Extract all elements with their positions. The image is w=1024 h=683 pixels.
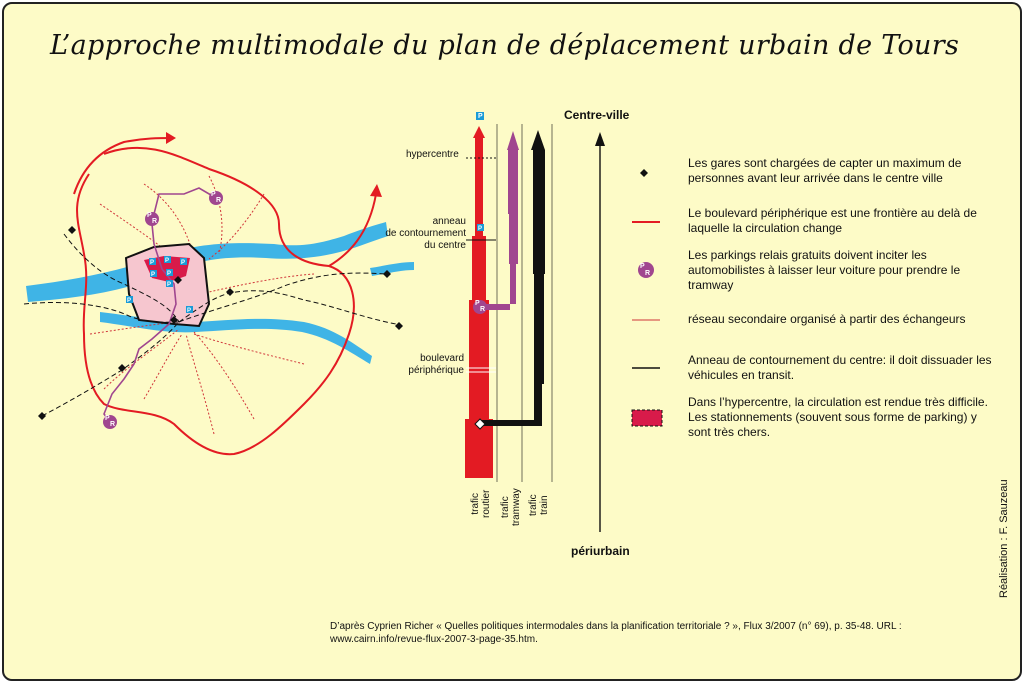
ring-road-east-arrowhead — [370, 184, 382, 197]
source-citation: D’après Cyprien Richer « Quelles politiq… — [330, 621, 902, 645]
station-diamond-icon — [640, 169, 648, 177]
column-label-tram-line2: tramway — [511, 488, 522, 526]
level-anneau: anneau de contournement du centre — [380, 216, 466, 252]
parking-letter: P — [478, 226, 483, 232]
credit: Réalisation : F. Sauzeau — [998, 479, 1010, 598]
parking-letter: P — [187, 308, 192, 314]
station-diamond-icon — [383, 270, 391, 278]
parking-letter: P — [151, 272, 156, 278]
level-boulevard: boulevard périphérique — [380, 353, 464, 377]
column-label-road: trafic routier — [470, 490, 492, 518]
pr-letter-p: P — [147, 212, 152, 219]
pr-letter-p: P — [475, 300, 480, 307]
map-parkings — [126, 256, 193, 313]
column-label-tram: trafic tramway — [500, 488, 522, 526]
axis-label-periurbain: périurbain — [571, 544, 630, 558]
pr-letter-p: P — [211, 191, 216, 198]
station-diamond-icon — [226, 288, 234, 296]
column-label-train-line2: train — [539, 495, 550, 515]
pr-letter-p: P — [105, 415, 110, 422]
figure-title: L’approche multimodale du plan de déplac… — [50, 30, 960, 61]
station-diamond-icon — [474, 418, 486, 430]
level-boulevard-line2: périphérique — [408, 365, 464, 376]
level-anneau-line3: du centre — [424, 240, 466, 251]
legend-item-bypass-ring: Anneau de contournement du centre: il do… — [688, 353, 992, 382]
ring-road-north-arrowhead — [166, 132, 176, 144]
train-traffic-segment — [533, 150, 545, 274]
column-label-road-line2: routier — [481, 489, 492, 518]
parking-letter: P — [478, 113, 483, 120]
hypercentre-rect-icon — [631, 409, 663, 427]
ring-road-east-arrow — [328, 193, 377, 267]
station-markers — [38, 226, 403, 420]
level-anneau-line2: de contournement — [385, 228, 466, 239]
park-and-ride-icon — [473, 300, 487, 314]
park-and-ride-icon — [638, 262, 654, 278]
pr-letter-r: R — [152, 218, 158, 225]
pr-letter-r: R — [216, 197, 222, 204]
ring-road-north-arrow — [73, 137, 175, 195]
parking-icon — [477, 224, 484, 231]
level-hypercentre: hypercentre — [406, 149, 459, 160]
station-diamond-icon — [174, 276, 182, 284]
parking-letter: P — [127, 298, 132, 304]
tram-line — [103, 187, 217, 423]
parking-letter: P — [165, 258, 170, 264]
train-traffic-segment — [534, 274, 544, 384]
centre-axis-arrowhead — [595, 132, 605, 146]
station-diamond-icon — [68, 226, 76, 234]
pr-letter-r: R — [110, 421, 116, 428]
ring-road — [76, 146, 355, 456]
parking-letter: P — [167, 271, 172, 277]
column-label-train-line1: trafic — [528, 494, 539, 516]
tram-traffic-segment — [508, 150, 518, 214]
station-diamond-icon — [38, 412, 46, 420]
column-label-road-line1: trafic — [470, 492, 481, 515]
map-park-and-ride — [103, 191, 223, 429]
column-label-tram-line1: trafic — [500, 496, 511, 518]
legend-item-park-and-ride: Les parkings relais gratuits doivent inc… — [688, 248, 961, 292]
multimodal-diagram — [465, 112, 663, 532]
station-diamond-icon — [395, 322, 403, 330]
station-diamond-icon — [170, 316, 178, 324]
river-loire — [26, 222, 388, 302]
parking-icon — [476, 112, 484, 120]
pr-letter-p: P — [640, 263, 645, 270]
parking-letter: P — [167, 282, 172, 288]
parking-letter: P — [181, 260, 186, 266]
legend-item-hypercentre: Dans l’hypercentre, la circulation est r… — [688, 395, 988, 439]
axis-label-centre: Centre-ville — [564, 108, 630, 122]
tram-traffic-segment — [509, 214, 518, 264]
city-map — [23, 132, 414, 456]
legend-item-ring-road: Le boulevard périphérique est une fronti… — [688, 206, 977, 235]
parking-letter: P — [150, 260, 155, 266]
station-diamond-icon — [118, 364, 126, 372]
pr-letter-r: R — [480, 306, 486, 313]
legend-item-secondary-network: réseau secondaire organisé à partir des … — [688, 312, 966, 326]
pr-letter-r: R — [645, 270, 651, 277]
legend-item-stations: Les gares sont chargées de capter un max… — [688, 156, 962, 185]
level-boulevard-line1: boulevard — [420, 353, 464, 364]
level-anneau-line1: anneau — [432, 216, 466, 227]
column-label-train: trafic train — [528, 494, 550, 516]
river-cher-east — [370, 262, 414, 276]
